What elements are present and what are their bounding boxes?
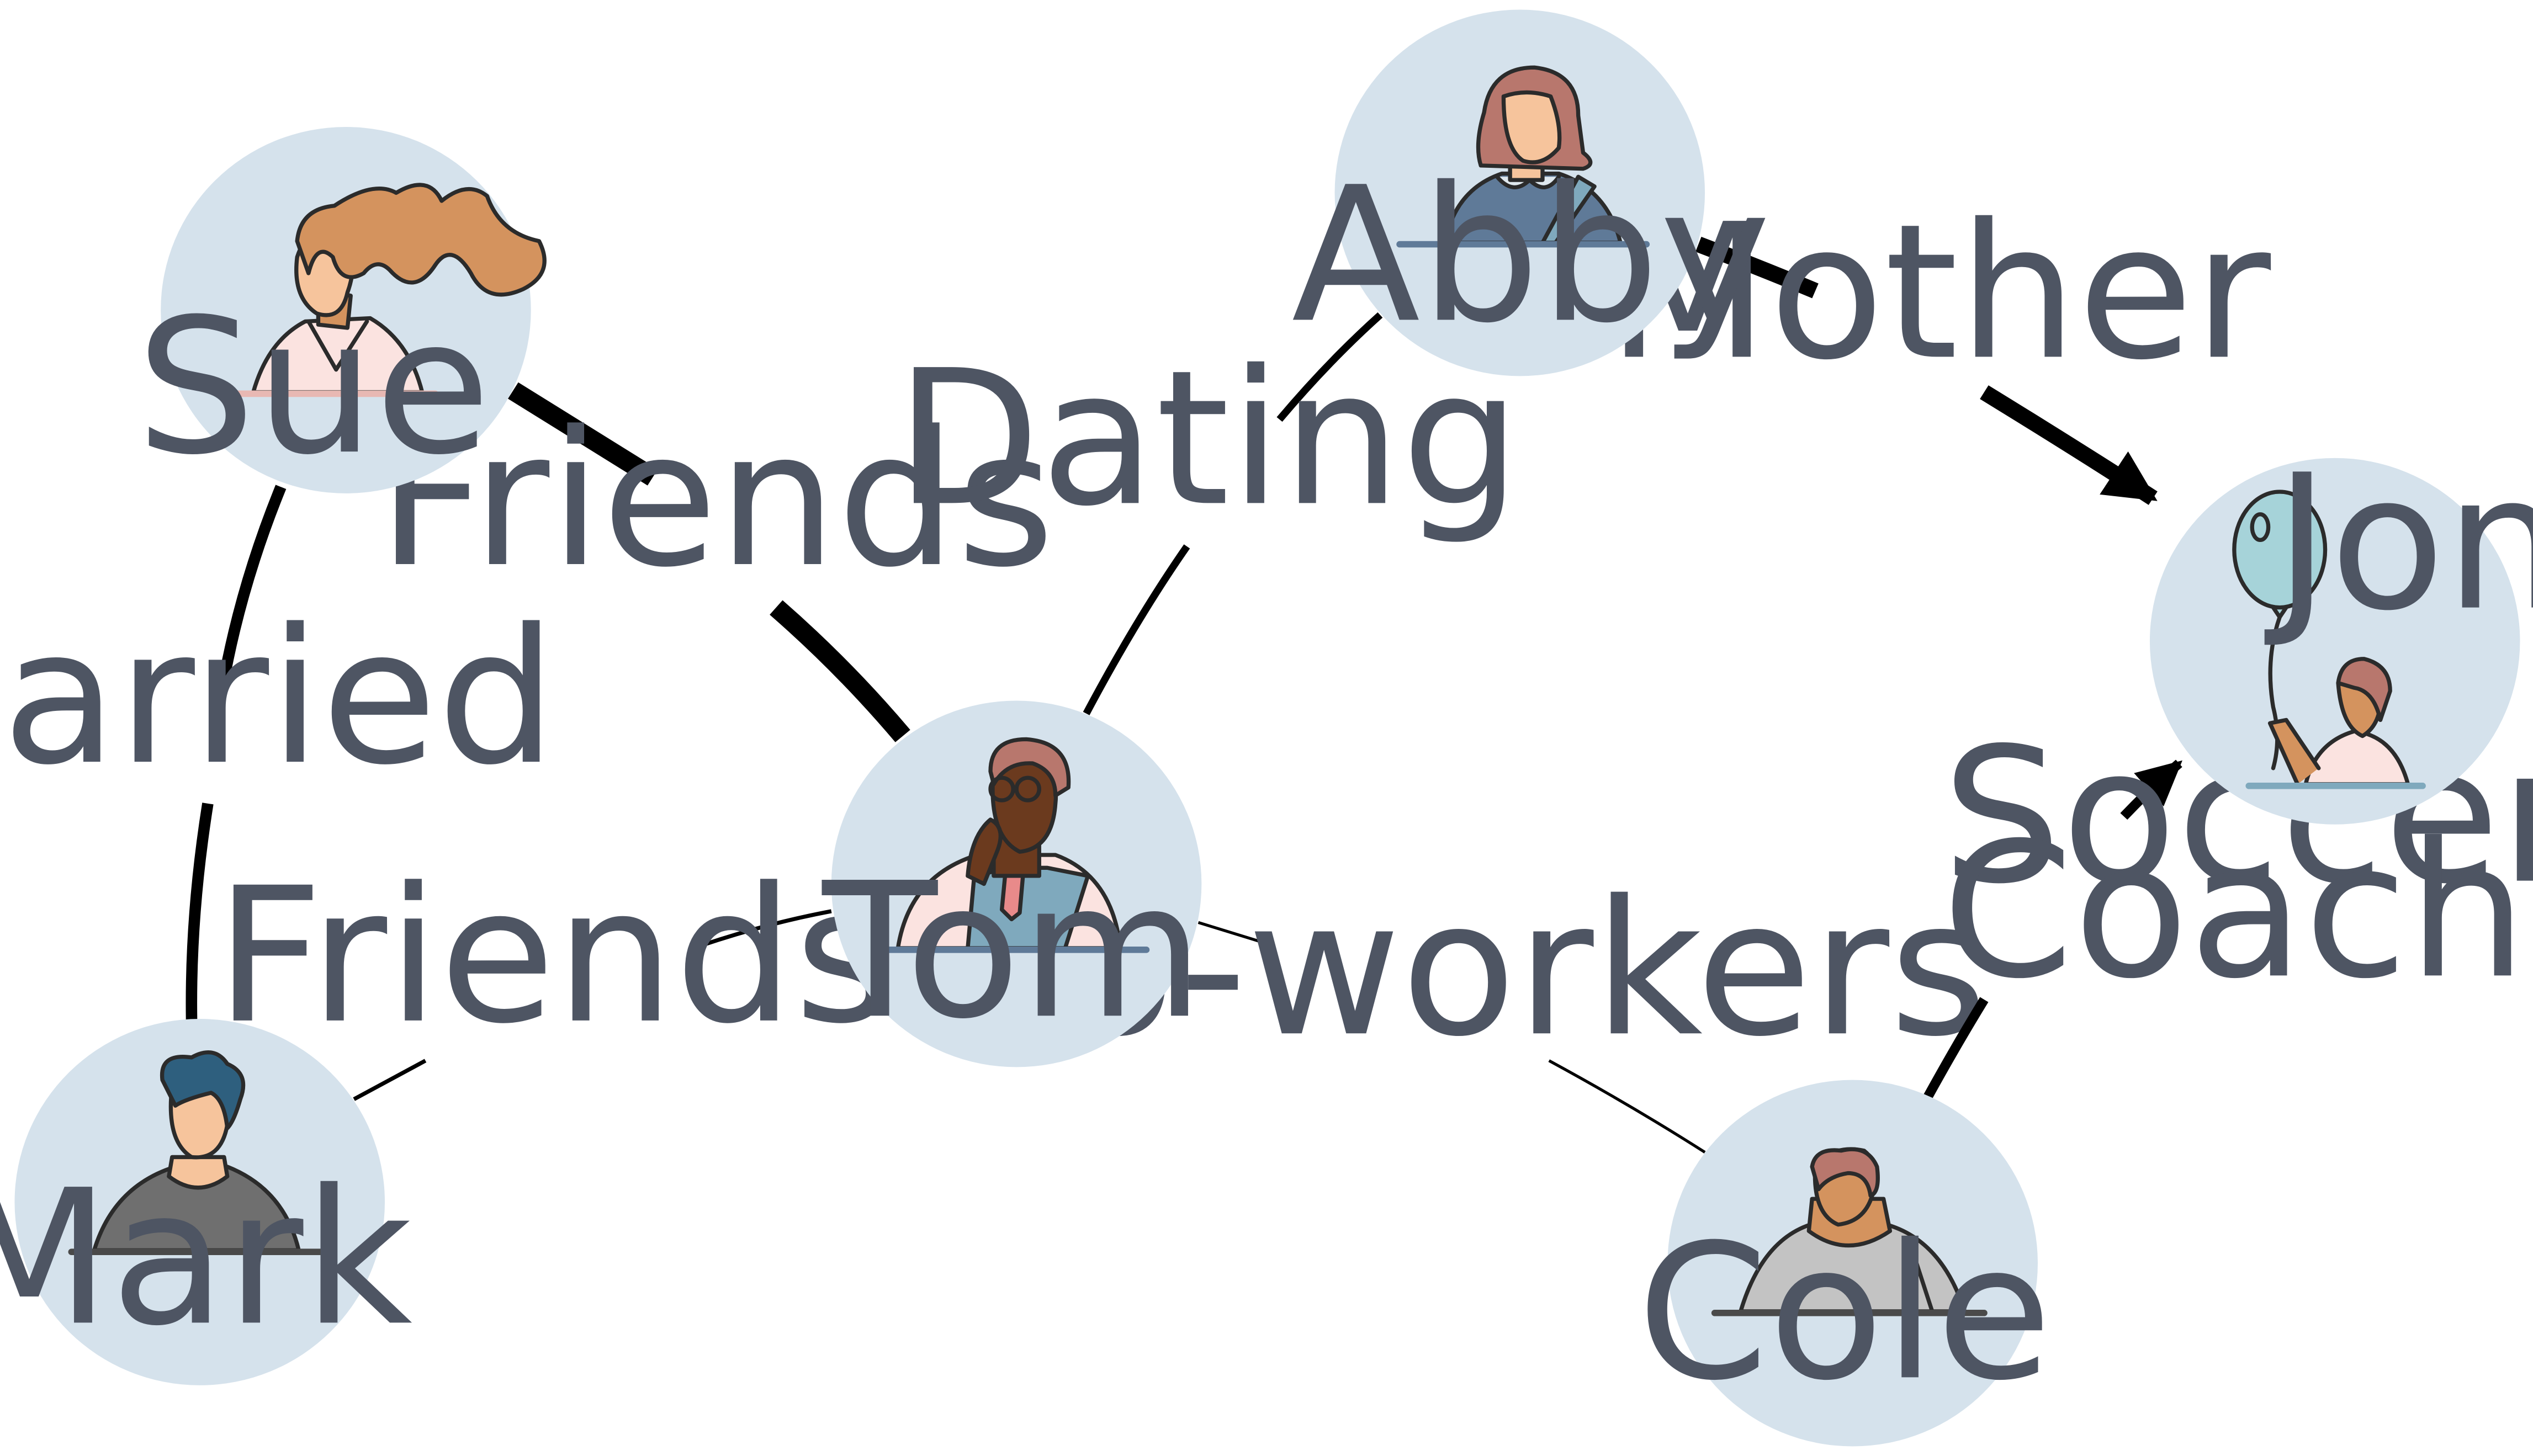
node-label-mark: Mark [0,1150,412,1367]
node-abby[interactable]: Abby [1291,9,1771,376]
node-label-cole: Cole [1637,1205,2052,1422]
edge-line-sue-tom-a [507,382,658,486]
edge-line-cole-jon-a [1923,997,1989,1100]
edge-label-abby-jon: Mother [1607,184,2273,401]
node-cole[interactable]: Cole [1637,1080,2052,1447]
edge-abby-jon: Mother [1607,184,2273,505]
edge-label-sue-tom: Friends [378,392,1055,609]
edge-sue-mark: Married [0,485,557,1021]
edge-line-cole-jon-b [2120,759,2182,820]
edge-line-mark-tom-a [353,1059,427,1101]
edge-label-sue-mark: Married [0,589,557,806]
edge-line-sue-mark-a [216,485,287,689]
person-sue-icon [224,183,547,397]
edge-line-sue-tom-b [770,600,910,742]
person-cole-icon [1711,1147,1988,1316]
edge-label-tom-abby: Dating [895,331,1521,548]
person-jon-balloon-icon [2232,490,2426,789]
edge-line-tom-abby-b [1276,312,1383,422]
person-tom-icon [873,737,1150,953]
node-jon[interactable]: Jon [2149,435,2533,825]
edge-sue-tom: Friends [378,382,1055,742]
node-label-jon: Jon [2262,435,2533,652]
node-label-tom: Tom [819,843,1204,1060]
edge-line-abby-jon-a [1695,236,1819,299]
edge-line-sue-mark-b [186,803,214,1021]
node-sue[interactable]: Sue [136,127,547,496]
node-label-abby: Abby [1291,147,1771,364]
edge-mark-tom: Friends [215,848,892,1101]
edge-label-mark-tom: Friends [215,848,892,1065]
edge-line-tom-abby-a [1083,544,1190,715]
node-label-sue: Sue [136,279,491,496]
edge-line-tom-cole-a [1197,921,1272,947]
edge-label-cole-jon-line2: Coach [1942,803,2527,1020]
node-tom[interactable]: Tom [819,700,1204,1067]
edge-tom-abby: Dating [895,312,1521,715]
edge-line-mark-tom-b [692,909,832,950]
node-mark[interactable]: Mark [0,1019,412,1385]
edge-line-abby-jon-b [1980,385,2158,505]
edge-line-tom-cole-b [1548,1059,1706,1154]
edge-layer: Friends Married Friends Dating Mother [0,184,2533,1154]
person-abby-icon [1396,65,1650,248]
person-mark-icon [68,1050,328,1256]
